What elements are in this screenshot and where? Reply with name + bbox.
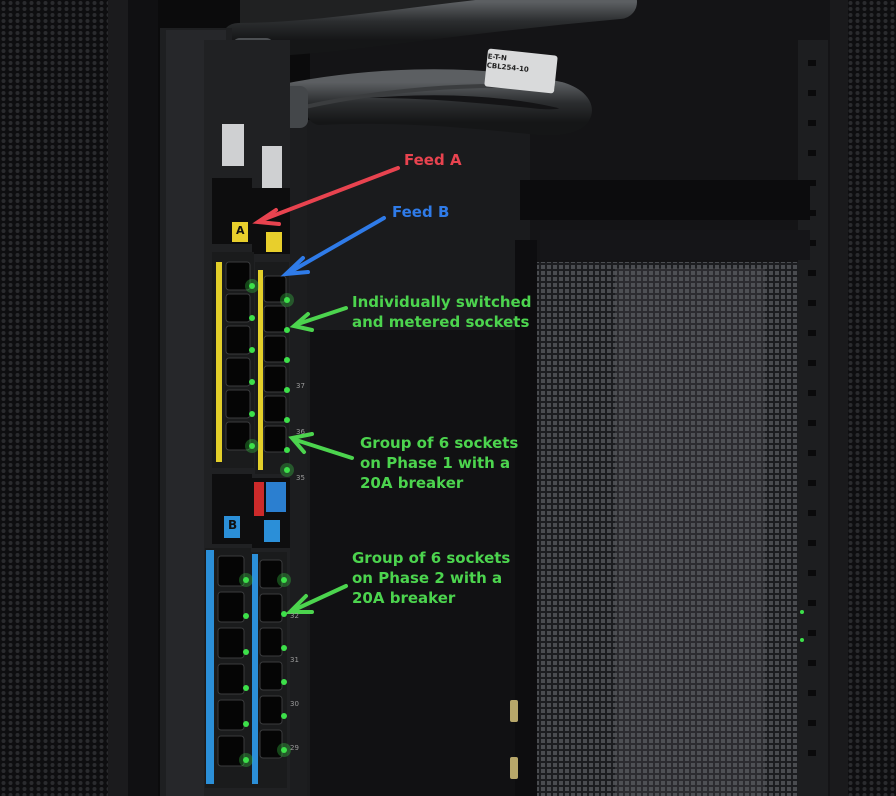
left-door [0, 0, 158, 796]
annotation-arrows [252, 166, 400, 614]
phase2-line-1: Group of 6 sockets [352, 549, 511, 567]
phase2-annotation: Group of 6 sockets on Phase 2 with a 20A… [352, 548, 510, 608]
feed-a-label: Feed A [404, 151, 462, 169]
feed-a-badge: A [236, 224, 245, 237]
rack-unit-29: 29 [290, 744, 299, 752]
phase2-line-2: on Phase 2 with a [352, 569, 503, 587]
rack-unit-35: 35 [296, 474, 305, 482]
phase1-line-1: Group of 6 sockets [360, 434, 519, 452]
phase1-line-3: 20A breaker [360, 474, 464, 492]
feed-b-badge: B [228, 518, 238, 532]
key-lock [510, 700, 518, 779]
rack-unit-37: 37 [296, 382, 305, 390]
phase2-line-3: 20A breaker [352, 589, 456, 607]
phase1-socket-group [212, 252, 289, 474]
phase1-line-2: on Phase 1 with a [360, 454, 511, 472]
feed-a-annotation: Feed A [404, 150, 462, 170]
switched-sockets-line-2: and metered sockets [352, 313, 530, 331]
feed-b-label: Feed B [392, 203, 450, 221]
rack-unit-36: 36 [296, 428, 305, 436]
status-leds [243, 283, 804, 763]
switched-sockets-annotation: Individually switched and metered socket… [352, 292, 531, 332]
feed-b-annotation: Feed B [392, 202, 449, 222]
phase1-annotation: Group of 6 sockets on Phase 1 with a 20A… [360, 433, 518, 493]
right-door [830, 0, 896, 796]
rack-unit-30: 30 [290, 700, 299, 708]
phase2-socket-group [205, 548, 287, 788]
switched-sockets-line-1: Individually switched [352, 293, 532, 311]
breaker-section [212, 474, 290, 548]
rack-unit-32: 32 [290, 612, 299, 620]
rear-perforated-panel [535, 262, 800, 796]
rack-unit-31: 31 [290, 656, 299, 664]
